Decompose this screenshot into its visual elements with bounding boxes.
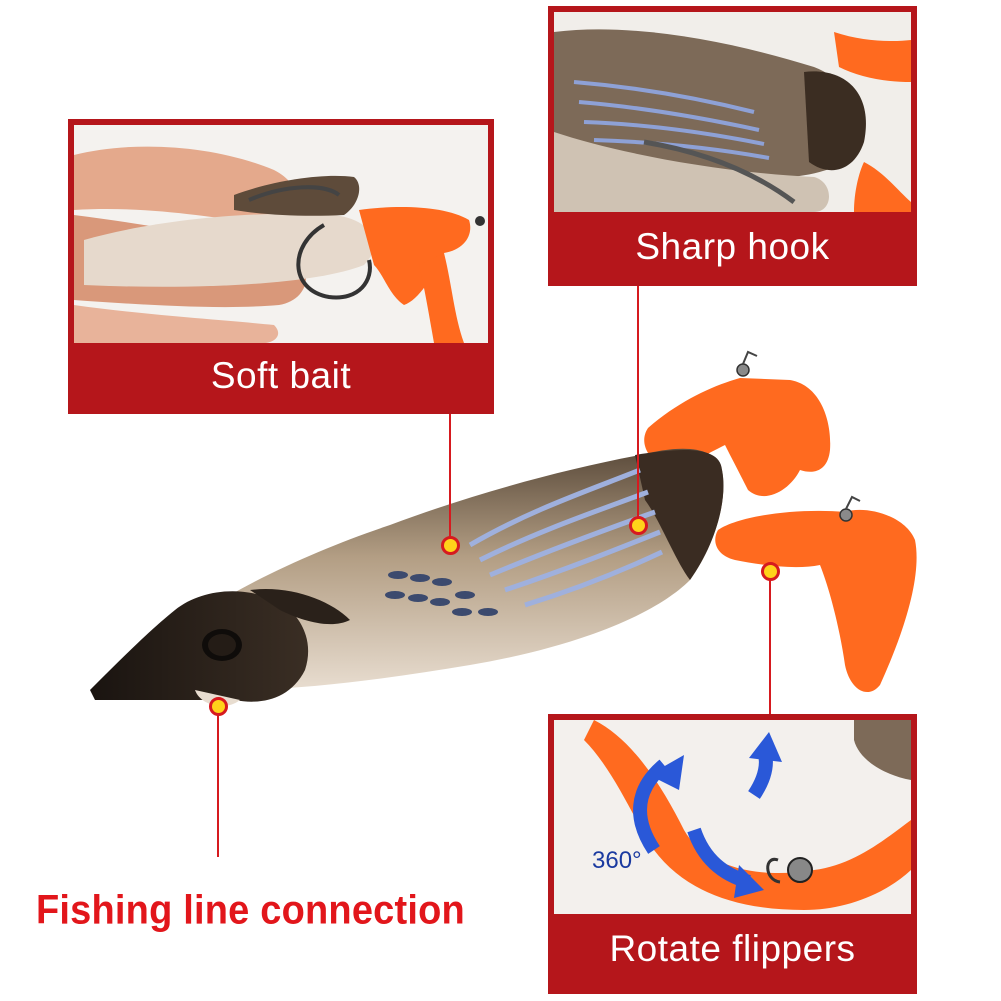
fishing-line-connection-label: Fishing line connection: [36, 888, 465, 934]
rotation-degree-label: 360°: [592, 847, 642, 874]
fishing-line-leader-line: [217, 705, 219, 857]
soft-bait-callout: Soft bait: [68, 119, 494, 414]
rotation-arrows-icon: [633, 732, 782, 898]
upper-flipper: [644, 350, 831, 497]
sharp-hook-photo: [554, 12, 911, 212]
sharp-hook-leader-line: [637, 286, 639, 522]
soft-bait-leader-line: [449, 414, 451, 544]
rotate-flippers-label: Rotate flippers: [609, 928, 856, 969]
lower-flipper: [715, 495, 917, 693]
duck-body: [200, 448, 724, 690]
fishing-line-marker: [209, 697, 228, 716]
soft-bait-label: Soft bait: [210, 355, 352, 396]
rotate-flippers-callout: 360° Rotate flippers: [548, 714, 917, 994]
soft-bait-marker: [441, 536, 460, 555]
rotate-flippers-marker: [761, 562, 780, 581]
soft-bait-photo: [74, 125, 488, 343]
sharp-hook-marker: [629, 516, 648, 535]
sharp-hook-callout: Sharp hook: [548, 6, 917, 286]
sharp-hook-label: Sharp hook: [635, 226, 830, 267]
rotate-flippers-photo: 360°: [554, 720, 911, 914]
rotate-flippers-leader-line: [769, 570, 771, 714]
